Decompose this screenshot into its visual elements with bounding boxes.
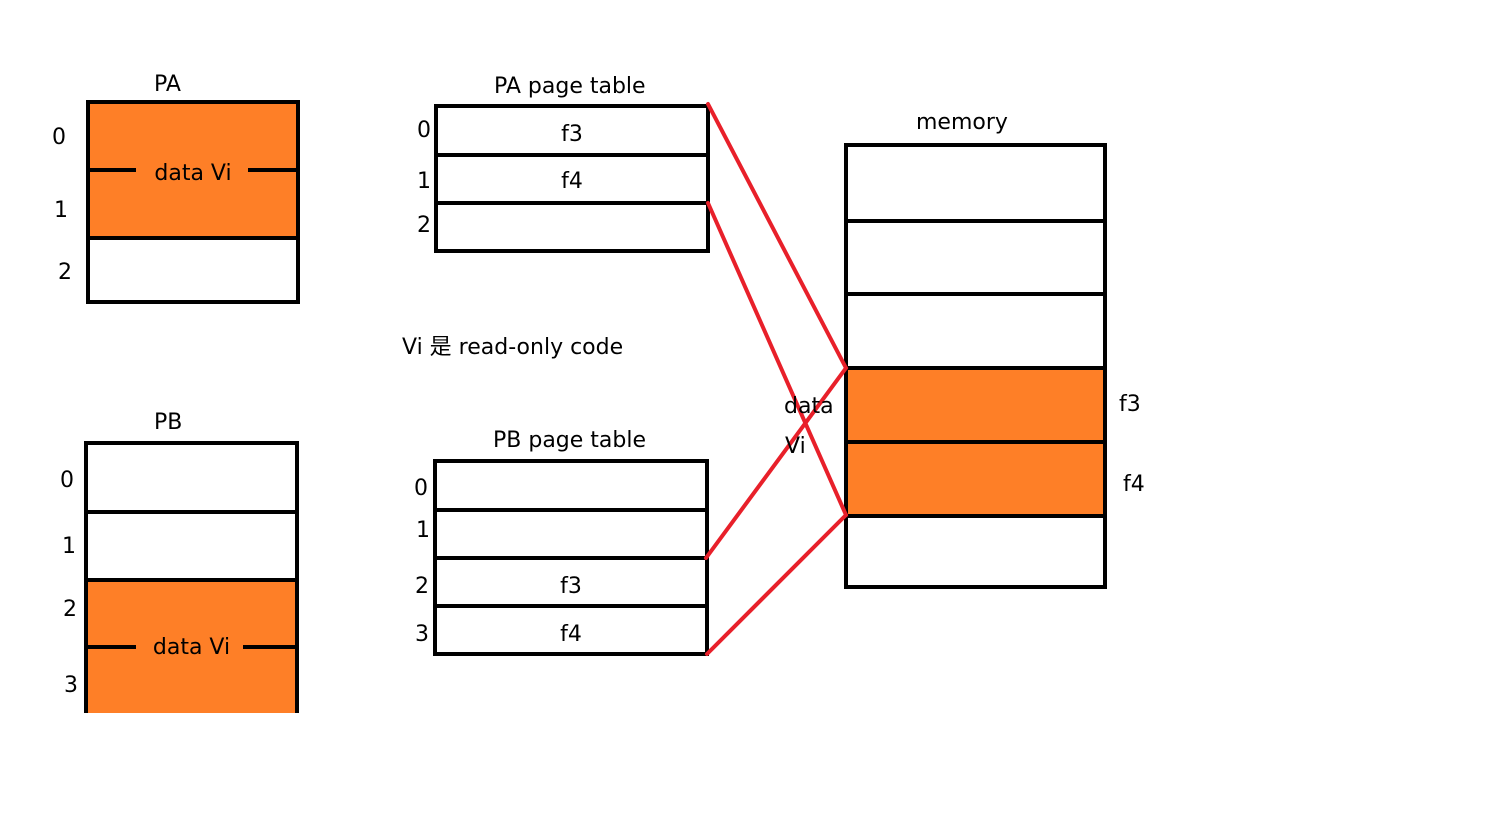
pb-page-0 <box>88 445 295 514</box>
pa-page-divider-left <box>90 168 136 172</box>
overlay-vi-label: Vi <box>785 434 806 459</box>
pa-pt-index-2: 2 <box>417 213 431 238</box>
pb-row-label-1: 1 <box>62 534 76 559</box>
pb-page-table-title: PB page table <box>493 428 647 453</box>
pa-pt-entry-1: f4 <box>438 157 706 205</box>
pa-page-table: f3 f4 <box>434 104 710 253</box>
pb-pt-entry-1 <box>437 512 705 560</box>
pb-title: PB <box>154 410 183 435</box>
pa-row-label-1: 1 <box>54 198 68 223</box>
pa-data-vi-label: data Vi <box>154 161 232 186</box>
pa-pt-entry-0: f3 <box>438 108 706 157</box>
pb-row-label-2: 2 <box>63 597 77 622</box>
pb-pt-entry-2-frame: f3 <box>560 574 582 599</box>
pa-row-label-0: 0 <box>52 125 66 150</box>
read-only-note: Vi 是 read-only code <box>402 335 624 360</box>
pb-pt-entry-0 <box>437 463 705 512</box>
pa-shared-pages <box>90 104 296 240</box>
pb-pt-index-2: 2 <box>415 574 429 599</box>
pb-pt-index-1: 1 <box>416 518 430 543</box>
pa-row-label-2: 2 <box>58 260 72 285</box>
memory-frame-1 <box>848 223 1103 296</box>
pb-row-label-0: 0 <box>60 468 74 493</box>
memory-frame-f3 <box>848 370 1103 444</box>
pb-pt-entry-3: f4 <box>437 608 705 652</box>
pb-pt-entry-3-frame: f4 <box>560 622 582 647</box>
pa-pt-index-1: 1 <box>417 169 431 194</box>
pa-page-divider-right <box>248 168 296 172</box>
map-pb-entry3-to-f4-bottom <box>705 513 848 656</box>
pa-pt-entry-1-frame: f4 <box>561 169 583 194</box>
physical-memory <box>844 143 1107 589</box>
pb-page-1 <box>88 514 295 582</box>
memory-frame-2 <box>848 296 1103 370</box>
pb-page-divider-right <box>243 645 295 649</box>
pb-pt-index-0: 0 <box>414 476 428 501</box>
map-pa-entry2-to-f4-bottom <box>706 201 848 517</box>
pb-row-label-3: 3 <box>64 673 78 698</box>
pb-pt-index-3: 3 <box>415 622 429 647</box>
pb-data-vi-label: data Vi <box>152 635 231 660</box>
pb-pt-entry-2: f3 <box>437 560 705 608</box>
memory-title: memory <box>916 110 1008 135</box>
pa-pt-index-0: 0 <box>417 118 431 143</box>
pa-address-space: data Vi <box>86 100 300 304</box>
pa-title: PA <box>154 72 181 97</box>
pa-page-table-title: PA page table <box>494 74 646 99</box>
pb-page-divider-left <box>88 645 136 649</box>
pb-address-space: data Vi <box>84 441 299 713</box>
memory-frame-label-f3: f3 <box>1119 392 1141 417</box>
overlay-data-label: data <box>784 394 834 419</box>
map-pa-entry0-to-f3 <box>706 102 848 370</box>
memory-frame-f4 <box>848 444 1103 518</box>
map-pb-entry2-to-f3 <box>704 366 848 560</box>
pa-pt-entry-0-frame: f3 <box>561 122 583 147</box>
memory-frame-label-f4: f4 <box>1123 472 1145 497</box>
memory-frame-0 <box>848 147 1103 223</box>
